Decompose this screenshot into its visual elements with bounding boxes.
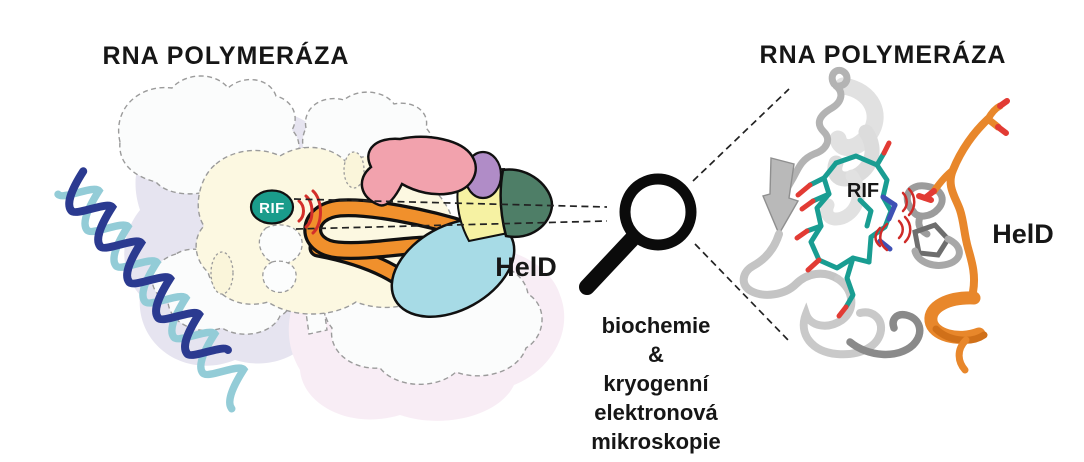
rif-label-right: RIF bbox=[847, 180, 879, 202]
magnifier-lens bbox=[619, 173, 697, 251]
dna-dark-strand bbox=[65, 167, 232, 359]
dna-helix bbox=[54, 167, 249, 413]
rif-badge-label: RIF bbox=[259, 200, 285, 217]
gray-loops bbox=[739, 66, 963, 359]
held-label-right: HelD bbox=[992, 219, 1054, 249]
rnap-cartoon-panel: RIF RNA POLYMERÁZA HelD bbox=[54, 41, 565, 421]
method-text-line-3: kryogenní bbox=[603, 371, 709, 396]
rnap-channels bbox=[210, 151, 365, 295]
oxygen-red-sticks bbox=[794, 140, 892, 319]
rif-badge bbox=[249, 189, 295, 225]
method-text-block: biochemie & kryogenní elektronová mikros… bbox=[591, 313, 721, 454]
zoom-dashed-lines bbox=[293, 88, 790, 342]
held-domain-pink bbox=[360, 135, 477, 207]
held-cartoon-domains bbox=[360, 135, 554, 318]
method-text-line-4: elektronová bbox=[594, 400, 718, 425]
held-label-left: HelD bbox=[495, 252, 557, 282]
gray-ring-residue bbox=[912, 222, 952, 258]
interaction-signal-arcs-icon bbox=[874, 187, 916, 252]
rnap-channel-hole-lower bbox=[262, 260, 297, 294]
rnap-clamp-ellipse-top bbox=[343, 151, 365, 189]
method-text-line-1: biochemie bbox=[602, 313, 711, 338]
zoom-line-left-lower bbox=[295, 220, 608, 230]
method-text-line-2: & bbox=[648, 342, 664, 367]
zoom-line-left-upper bbox=[293, 198, 608, 208]
rnap-clamp-ellipse-left bbox=[210, 251, 234, 295]
rif-sticks-molecule bbox=[794, 140, 898, 319]
left-panel-title: RNA POLYMERÁZA bbox=[103, 41, 350, 70]
magnifier-handle bbox=[579, 229, 642, 295]
held-ribbon bbox=[922, 98, 1010, 374]
held-domain-green bbox=[499, 168, 554, 239]
rif-signal-arcs-icon bbox=[297, 189, 322, 235]
structure-panel: RNA POLYMERÁZA RIF HelD bbox=[739, 40, 1054, 374]
gray-beta-sheet-arrow bbox=[762, 157, 800, 236]
magnifier-icon bbox=[579, 173, 697, 295]
gray-helix-ribbon bbox=[820, 77, 884, 226]
dna-light-strand bbox=[54, 185, 249, 413]
method-text-line-5: mikroskopie bbox=[591, 429, 721, 454]
right-panel-title: RNA POLYMERÁZA bbox=[760, 40, 1007, 69]
